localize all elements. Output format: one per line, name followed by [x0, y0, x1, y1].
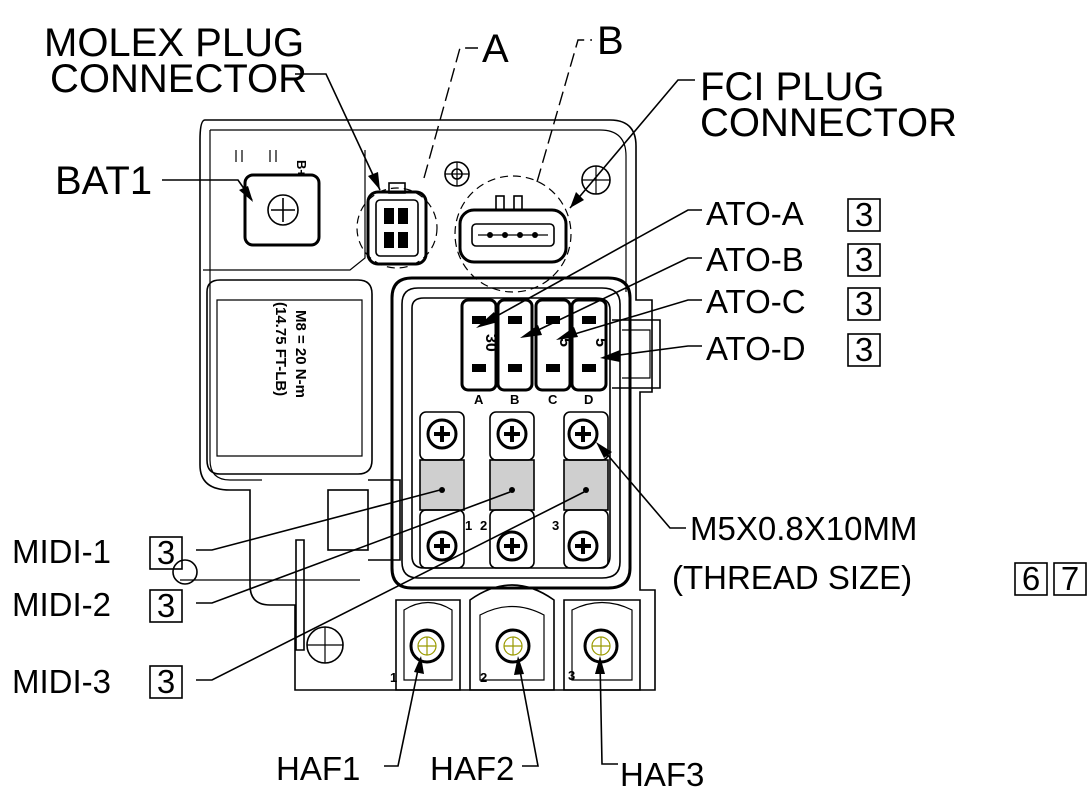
fuse-d — [570, 298, 608, 392]
ato-c-flag: 3 — [855, 285, 873, 322]
haf-pos-1: 1 — [390, 670, 397, 685]
ato-a-label: ATO-A — [706, 195, 804, 232]
terminal-screws — [426, 418, 599, 562]
callout-labels: MOLEX PLUG CONNECTOR FCI PLUG CONNECTOR … — [12, 21, 957, 789]
midi-1-flag: 3 — [157, 534, 175, 571]
fuse-cavity — [390, 276, 661, 590]
housing-outline — [199, 119, 656, 691]
thread-flag-6: 6 — [1022, 560, 1040, 597]
view-markers: A B — [423, 19, 624, 183]
haf-pos-2: 2 — [480, 670, 487, 685]
ato-fuses: 30 5 5 A B C D — [460, 298, 609, 407]
fuse-b — [496, 298, 534, 392]
thread-label-line1: M5X0.8X10MM — [690, 510, 917, 547]
torque-line-2: (14.75 FT-LB) — [272, 302, 289, 396]
molex-label-line1: MOLEX PLUG — [44, 21, 304, 65]
bat1-stud: B+ — [235, 150, 321, 247]
fuse-d-rating: 5 — [592, 338, 609, 347]
torque-line-1: M8 = 20 N-m — [292, 310, 309, 398]
thread-flag-7: 7 — [1061, 560, 1079, 597]
ato-a-flag: 3 — [855, 196, 873, 233]
slot-c-label: C — [548, 392, 558, 407]
bat1-label: BAT1 — [55, 159, 152, 203]
fuse-c-rating: 5 — [556, 338, 573, 347]
ato-b-label: ATO-B — [706, 241, 804, 278]
fuse-a — [460, 298, 498, 392]
view-b-label: B — [597, 19, 624, 63]
mounting-holes — [306, 161, 611, 664]
b-plus-label: B+ — [294, 160, 309, 177]
haf3-label: HAF3 — [620, 756, 704, 789]
ato-b-flag: 3 — [855, 241, 873, 278]
leader-lines — [162, 73, 702, 767]
fci-label-line2: CONNECTOR — [700, 101, 957, 145]
midi-fuses: 1 2 3 — [419, 411, 609, 569]
fuse-a-rating: 30 — [482, 334, 499, 352]
slot-a-label: A — [474, 392, 484, 407]
midi-2-label: MIDI-2 — [12, 586, 111, 623]
ato-d-label: ATO-D — [706, 330, 806, 367]
midi-3-flag: 3 — [157, 663, 175, 700]
thread-label-line2: (THREAD SIZE) — [672, 559, 912, 596]
slot-d-label: D — [584, 392, 593, 407]
molex-label-line2: CONNECTOR — [50, 57, 307, 101]
midi-3-body — [563, 459, 609, 511]
midi-2-body — [489, 459, 535, 511]
slot-b-label: B — [510, 392, 519, 407]
note-flags: 3 3 3 3 3 3 3 6 7 — [149, 196, 1087, 700]
midi-pos-3: 3 — [552, 518, 559, 533]
molex-connector — [356, 182, 438, 269]
midi-pos-2: 2 — [480, 518, 487, 533]
midi-pos-1: 1 — [465, 518, 472, 533]
midi-3-label: MIDI-3 — [12, 663, 111, 700]
haf1-label: HAF1 — [276, 750, 360, 787]
haf-pos-3: 3 — [568, 668, 575, 683]
haf-studs: 1 2 3 — [390, 584, 641, 691]
torque-label: M8 = 20 N-m (14.75 FT-LB) — [272, 302, 309, 398]
fuse-c — [534, 298, 572, 392]
midi-1-body — [419, 459, 465, 511]
midi-2-flag: 3 — [157, 587, 175, 624]
left-latch — [172, 479, 401, 651]
midi-1-label: MIDI-1 — [12, 533, 111, 570]
fci-label-line1: FCI PLUG — [700, 65, 884, 109]
ato-d-flag: 3 — [855, 331, 873, 368]
haf2-label: HAF2 — [430, 750, 514, 787]
fci-connector — [454, 175, 572, 293]
view-a-label: A — [482, 27, 509, 71]
ato-c-label: ATO-C — [706, 283, 806, 320]
